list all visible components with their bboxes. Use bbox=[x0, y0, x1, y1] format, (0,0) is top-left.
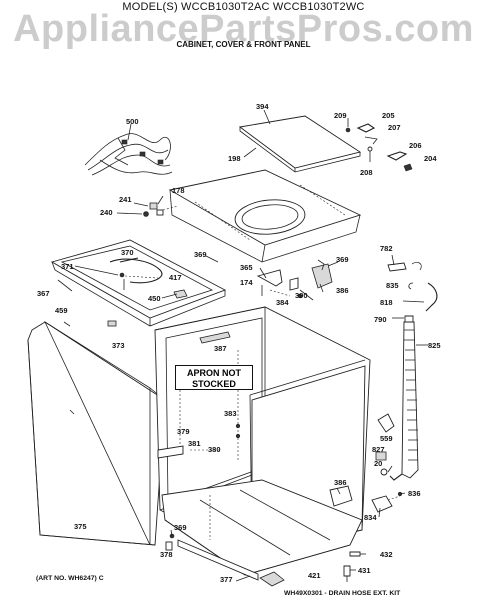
callout-450: 450 bbox=[148, 294, 161, 303]
apron-note-line2: STOCKED bbox=[192, 379, 236, 389]
harness-connector bbox=[121, 139, 128, 145]
callout-834: 834 bbox=[364, 513, 377, 522]
drain-hose-kit-note: WH49X0301 - DRAIN HOSE EXT. KIT bbox=[284, 590, 401, 597]
callout-390: 390 bbox=[295, 291, 308, 300]
callout-174: 174 bbox=[240, 278, 253, 287]
drain-hose[interactable] bbox=[389, 321, 419, 481]
frame-hardware[interactable] bbox=[119, 257, 159, 290]
callout-459: 459 bbox=[55, 306, 68, 315]
apron-not-stocked-note: APRON NOT STOCKED bbox=[175, 365, 253, 390]
callout-835: 835 bbox=[386, 281, 399, 290]
callout-790: 790 bbox=[374, 315, 387, 324]
callout-373: 373 bbox=[112, 341, 125, 350]
drain-hose-fittings[interactable] bbox=[387, 262, 438, 323]
callout-370: 370 bbox=[121, 248, 134, 257]
callout-205: 205 bbox=[382, 111, 395, 120]
callout-207: 207 bbox=[388, 123, 401, 132]
callout-208: 208 bbox=[360, 168, 373, 177]
callout-782: 782 bbox=[380, 244, 393, 253]
cabinet-base[interactable] bbox=[161, 479, 363, 587]
callout-367: 367 bbox=[37, 289, 50, 298]
callout-825: 825 bbox=[428, 341, 441, 350]
callout-836: 836 bbox=[408, 489, 421, 498]
callout-500: 500 bbox=[126, 117, 139, 126]
callout-377: 377 bbox=[220, 575, 233, 584]
hose-clips[interactable] bbox=[375, 413, 395, 476]
callout-198: 198 bbox=[228, 154, 241, 163]
harness-connector bbox=[157, 159, 164, 165]
wire-harness[interactable] bbox=[84, 133, 173, 176]
leader-lines bbox=[57, 109, 428, 582]
callout-369-right: 369 bbox=[336, 255, 349, 264]
callout-417: 417 bbox=[169, 273, 182, 282]
watermark: AppliancePartsPros.com bbox=[13, 8, 474, 50]
callout-431: 431 bbox=[358, 566, 371, 575]
callout-369-bottom: 369 bbox=[174, 523, 187, 532]
callout-384: 384 bbox=[276, 298, 289, 307]
callout-labels: 500 394 209 205 207 198 206 204 208 178 … bbox=[37, 102, 441, 584]
callout-827: 827 bbox=[372, 445, 385, 454]
hose-bracket[interactable] bbox=[371, 491, 403, 513]
model-line: MODEL(S) WCCB1030T2AC WCCB1030T2WC bbox=[122, 1, 365, 13]
callout-394: 394 bbox=[256, 102, 269, 111]
callout-206: 206 bbox=[409, 141, 422, 150]
callout-383: 383 bbox=[224, 409, 237, 418]
front-panel[interactable] bbox=[27, 320, 166, 546]
callout-178: 178 bbox=[172, 186, 185, 195]
callout-559: 559 bbox=[380, 434, 393, 443]
harness-connector bbox=[139, 151, 146, 157]
callout-380: 380 bbox=[208, 445, 221, 454]
callout-421: 421 bbox=[308, 571, 321, 580]
callout-386-top: 386 bbox=[336, 286, 349, 295]
hinge-parts[interactable] bbox=[345, 123, 413, 172]
frame-screws[interactable] bbox=[63, 320, 117, 327]
callout-818: 818 bbox=[380, 298, 393, 307]
callout-204: 204 bbox=[424, 154, 437, 163]
callout-375: 375 bbox=[74, 522, 87, 531]
lid[interactable] bbox=[238, 115, 362, 173]
callout-379: 379 bbox=[177, 427, 190, 436]
callout-387: 387 bbox=[214, 344, 227, 353]
callout-381: 381 bbox=[188, 439, 201, 448]
callout-386-bottom: 386 bbox=[334, 478, 347, 487]
callout-240: 240 bbox=[100, 208, 113, 217]
callout-209: 209 bbox=[334, 111, 347, 120]
callout-378: 378 bbox=[160, 550, 173, 559]
callout-20: 20 bbox=[374, 459, 382, 468]
callout-432: 432 bbox=[380, 550, 393, 559]
callout-371: 371 bbox=[61, 262, 74, 271]
top-clips[interactable] bbox=[143, 202, 179, 217]
callout-369-top: 369 bbox=[194, 250, 207, 259]
callout-365: 365 bbox=[240, 263, 253, 272]
diagram-subtitle: CABINET, COVER & FRONT PANEL bbox=[176, 40, 311, 49]
apron-note-line1: APRON NOT bbox=[187, 368, 241, 378]
art-number: (ART NO. WH6247) C bbox=[36, 575, 104, 582]
callout-241: 241 bbox=[119, 195, 132, 204]
lid-switch-assembly[interactable] bbox=[256, 259, 333, 299]
top-frame[interactable] bbox=[50, 239, 227, 327]
cabinet-cover[interactable] bbox=[168, 169, 362, 263]
